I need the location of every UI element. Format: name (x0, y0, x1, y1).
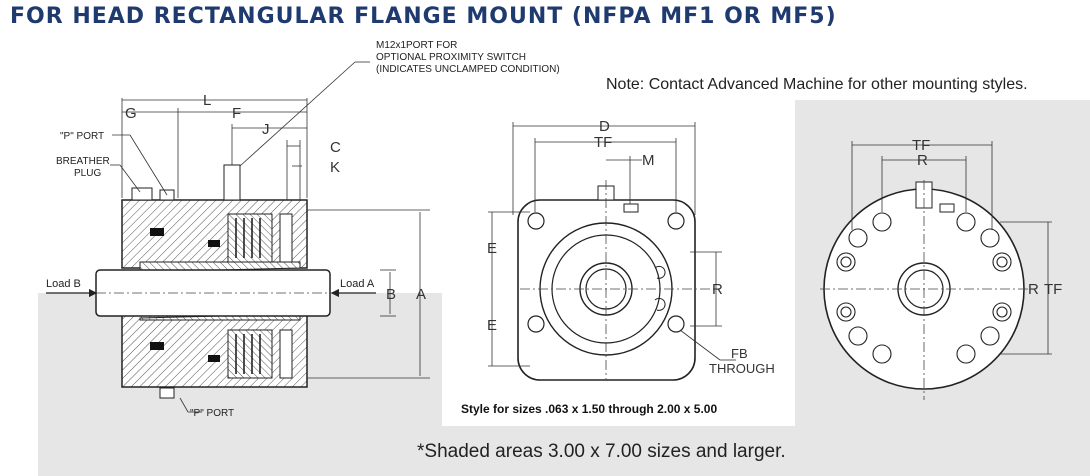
dim-m: M (642, 152, 655, 169)
dim-r-front: R (712, 281, 723, 298)
dim-r-round-top: R (917, 152, 928, 169)
dim-f: F (232, 105, 241, 122)
dim-r-round-side: R (1028, 281, 1039, 298)
dim-g: G (125, 105, 137, 122)
size-range-caption: Style for sizes .063 x 1.50 through 2.00… (461, 402, 718, 416)
dim-d: D (599, 118, 610, 135)
round-flange-view: TF R R TF (820, 137, 1062, 400)
p-port-bottom-label: "P" PORT (190, 408, 234, 419)
dim-k: K (330, 159, 340, 176)
page-title: FOR HEAD RECTANGULAR FLANGE MOUNT (NFPA … (10, 4, 837, 29)
through-label: THROUGH (709, 361, 775, 376)
callout-port-line-3: (INDICATES UNCLAMPED CONDITION) (376, 64, 560, 75)
dim-l: L (203, 92, 211, 109)
dim-c: C (330, 139, 341, 156)
callout-port-line-2: OPTIONAL PROXIMITY SWITCH (376, 52, 526, 63)
dim-tf-round-side: TF (1044, 281, 1062, 298)
load-b-label: Load B (46, 278, 81, 290)
fb-label: FB (731, 346, 748, 361)
dim-j: J (262, 121, 270, 138)
shaded-areas-footnote: *Shaded areas 3.00 x 7.00 sizes and larg… (417, 441, 786, 462)
shaded-area-bottom (38, 426, 1090, 476)
breather-label-2: PLUG (74, 168, 101, 179)
mounting-note: Note: Contact Advanced Machine for other… (606, 76, 1028, 93)
side-section-view: M12x1PORT FOR OPTIONAL PROXIMITY SWITCH … (46, 40, 560, 419)
p-port-top-label: "P" PORT (60, 131, 104, 142)
dim-tf-front: TF (594, 134, 612, 151)
dim-tf-round-top: TF (912, 137, 930, 154)
dim-e-bottom: E (487, 317, 497, 334)
dim-a: A (416, 286, 426, 303)
dim-b: B (386, 286, 396, 303)
load-a-label: Load A (340, 278, 375, 290)
breather-label-1: BREATHER (56, 156, 110, 167)
front-flange-view: D TF M E E R FB THROUGH (487, 118, 775, 381)
callout-port-line-1: M12x1PORT FOR (376, 40, 457, 51)
dim-e-top: E (487, 240, 497, 257)
